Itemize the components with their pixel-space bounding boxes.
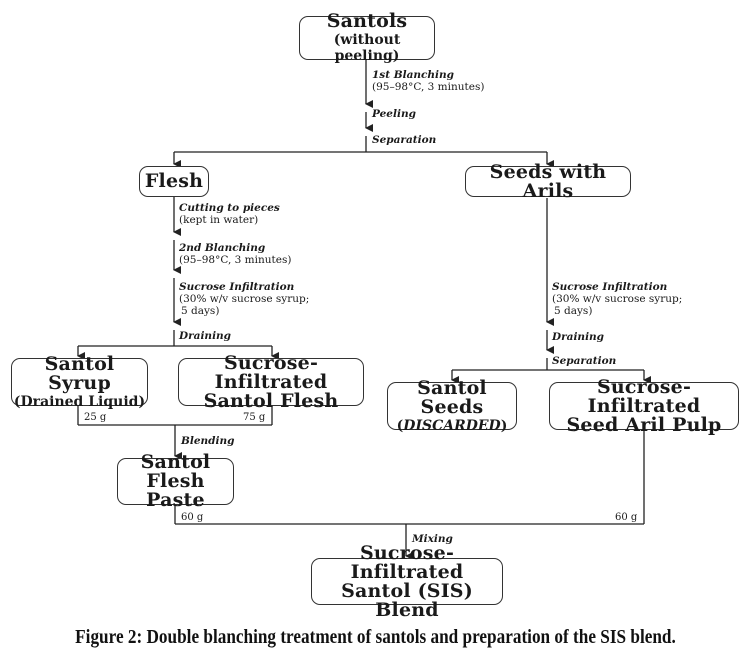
node-seeds-with-arils: Seeds with Arils <box>465 162 631 200</box>
step-cutting-detail: (kept in water) <box>179 214 259 226</box>
node-santol-seeds-subtitle: (DISCARDED) <box>396 417 508 434</box>
node-santol-seeds-title: Santol Seeds <box>417 376 487 418</box>
step-second-blanching: 2nd Blanching <box>179 242 266 254</box>
qty-syrup: 25 g <box>84 412 107 423</box>
step-mixing: Mixing <box>412 533 453 545</box>
step-draining-left: Draining <box>179 330 232 342</box>
node-santols-subtitle: (without peeling) <box>333 32 401 64</box>
step-sucrose-infiltration-left: Sucrose Infiltration <box>179 281 295 293</box>
step-second-blanching-detail: (95–98°C, 3 minutes) <box>179 254 292 266</box>
step-peeling: Peeling <box>372 108 416 120</box>
figure-caption: Figure 2: Double blanching treatment of … <box>75 626 676 648</box>
node-flesh-paste-title2: Flesh Paste <box>146 470 205 511</box>
step-sucrose-infiltration-right-detail2: 5 days) <box>554 305 593 317</box>
step-first-blanching-detail: (95–98°C, 3 minutes) <box>372 81 485 93</box>
step-cutting: Cutting to pieces <box>179 202 280 214</box>
qty-flesh: 75 g <box>243 412 266 423</box>
node-si-santol-flesh-title: Sucrose-Infiltrated <box>214 351 328 393</box>
node-si-seed-aril-pulp-title2: Seed Aril Pulp <box>566 413 722 436</box>
step-separation-2: Separation <box>552 355 617 367</box>
node-santol-flesh-paste: Santol Flesh Paste <box>117 453 234 510</box>
step-separation-1: Separation <box>372 134 437 146</box>
node-santol-syrup-title: Santol Syrup <box>44 352 115 394</box>
node-sis-blend-title2: Santol (SIS) Blend <box>341 579 473 621</box>
node-santols-title: Santols <box>326 10 408 32</box>
node-si-seed-aril-pulp: Sucrose-Infiltrated Seed Aril Pulp <box>549 377 739 434</box>
node-sis-blend: Sucrose-Infiltrated Santol (SIS) Blend <box>311 543 503 619</box>
step-draining-right: Draining <box>552 331 605 343</box>
node-santol-seeds: Santol Seeds (DISCARDED) <box>387 376 517 434</box>
node-si-seed-aril-pulp-title: Sucrose-Infiltrated <box>587 375 701 417</box>
node-si-santol-flesh: Sucrose-Infiltrated Santol Flesh <box>178 353 364 410</box>
node-flesh-paste-title: Santol <box>140 451 211 473</box>
node-flesh: Flesh <box>139 166 209 197</box>
step-first-blanching: 1st Blanching <box>372 69 455 81</box>
node-seeds-with-arils-title: Seeds with Arils <box>489 160 607 202</box>
node-santols: Santols (without peeling) <box>299 12 435 64</box>
node-flesh-title: Flesh <box>144 170 204 192</box>
qty-paste: 60 g <box>181 512 204 523</box>
node-si-santol-flesh-title2: Santol Flesh <box>203 389 339 412</box>
step-sucrose-infiltration-left-detail1: (30% w/v sucrose syrup; <box>179 293 310 305</box>
node-santol-seeds-discarded: DISCARDED <box>403 417 501 434</box>
node-santol-syrup: Santol Syrup (Drained Liquid) <box>11 352 148 410</box>
node-santol-syrup-subtitle: (Drained Liquid) <box>13 393 146 410</box>
qty-aril: 60 g <box>615 512 638 523</box>
node-sis-blend-title: Sucrose-Infiltrated <box>350 541 464 583</box>
step-sucrose-infiltration-left-detail2: 5 days) <box>181 305 220 317</box>
step-sucrose-infiltration-right-detail1: (30% w/v sucrose syrup; <box>552 293 683 305</box>
step-sucrose-infiltration-right: Sucrose Infiltration <box>552 281 668 293</box>
step-blending: Blending <box>181 435 235 447</box>
